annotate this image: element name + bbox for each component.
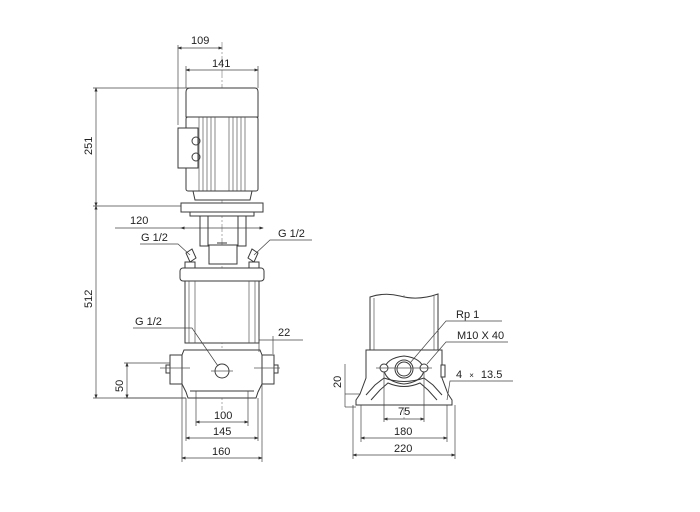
label-port-lower: G 1/2 <box>135 316 162 328</box>
motor-stool <box>179 202 265 282</box>
label-port-left-upper: G 1/2 <box>141 232 168 244</box>
vent-plug-left <box>185 248 197 263</box>
front-dimensions: 109 141 251 512 120 G 1/2 G 1/2 <box>83 35 312 462</box>
dim-145: 145 <box>213 426 231 438</box>
dim-50: 50 <box>114 380 126 392</box>
terminal-box <box>177 127 199 169</box>
label-port-right-upper: G 1/2 <box>278 228 305 240</box>
motor <box>177 87 259 201</box>
flange-left <box>169 354 183 385</box>
dim-180: 180 <box>394 426 412 438</box>
pump-head <box>179 267 265 282</box>
dim-22: 22 <box>278 327 290 339</box>
dim-100: 100 <box>214 410 232 422</box>
dim-512: 512 <box>83 290 95 308</box>
dim-251: 251 <box>83 137 95 155</box>
label-holes: 4 × 13.5 <box>456 369 502 381</box>
dim-141: 141 <box>212 58 230 70</box>
pump-sleeve <box>184 280 260 344</box>
dim-160: 160 <box>212 446 230 458</box>
flange-right <box>261 354 275 385</box>
front-view: 109 141 251 512 120 G 1/2 G 1/2 <box>83 35 312 462</box>
dim-75: 75 <box>398 406 410 418</box>
pump-base <box>160 349 280 399</box>
dim-120: 120 <box>130 215 148 227</box>
side-dimensions: Rp 1 M10 X 40 4 × 13.5 20 75 <box>332 309 513 459</box>
side-view: Rp 1 M10 X 40 4 × 13.5 20 75 <box>332 293 513 459</box>
dim-109: 109 <box>191 35 209 47</box>
label-rp1: Rp 1 <box>456 309 479 321</box>
port-rp1 <box>394 359 414 379</box>
coupling-guard <box>208 244 238 265</box>
vent-plug-right <box>247 248 259 263</box>
dim-20: 20 <box>332 376 344 388</box>
label-m10x40: M10 X 40 <box>457 330 504 342</box>
side-plug <box>440 364 446 378</box>
dim-220: 220 <box>394 443 412 455</box>
